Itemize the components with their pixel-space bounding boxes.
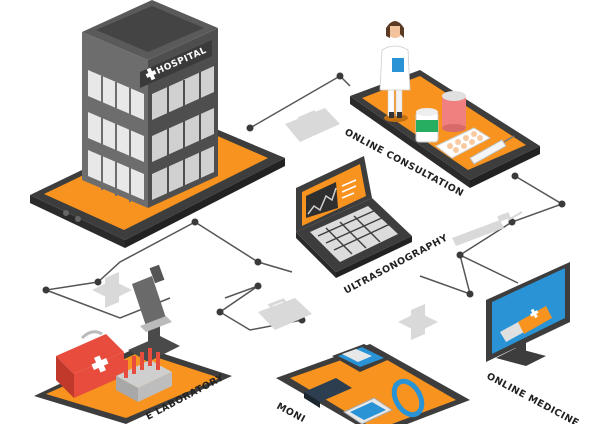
doctor-icon	[379, 21, 411, 122]
syringe-icon	[469, 135, 515, 165]
monitoring-label: MONI	[275, 401, 308, 424]
jar-icon	[442, 91, 466, 132]
medicine-monitor	[486, 262, 570, 366]
medicine-label: ONLINE MEDICINE	[485, 371, 581, 424]
ultrasound-laptop	[296, 156, 412, 278]
pills-bottle-icon	[415, 108, 439, 143]
phone-icon	[342, 397, 394, 424]
briefcase-icon	[285, 108, 340, 142]
cross-icon	[398, 304, 438, 340]
connector-hospital-lab	[43, 221, 196, 319]
cross-icon	[92, 272, 132, 308]
fitness-tracker-icon	[391, 378, 425, 418]
test-tubes-icon	[116, 348, 172, 402]
usb-drive-icon	[500, 306, 552, 342]
cuff-icon	[304, 378, 352, 408]
briefcase-icon	[258, 298, 312, 330]
ultrasound-chart	[306, 179, 357, 218]
tonometer-icon	[332, 344, 392, 372]
first-aid-kit-icon	[56, 330, 124, 398]
microscope-icon	[128, 264, 180, 362]
syringe-icon	[452, 211, 523, 246]
hospital-cross-icon	[145, 67, 157, 81]
hospital-building-icon: HOSPITAL	[82, 0, 218, 208]
connector-ultrasound-medicine	[419, 254, 472, 296]
connector-hospital-ultrasound	[194, 221, 293, 273]
pills-blister-icon	[435, 127, 492, 159]
connector-dots	[42, 72, 566, 324]
